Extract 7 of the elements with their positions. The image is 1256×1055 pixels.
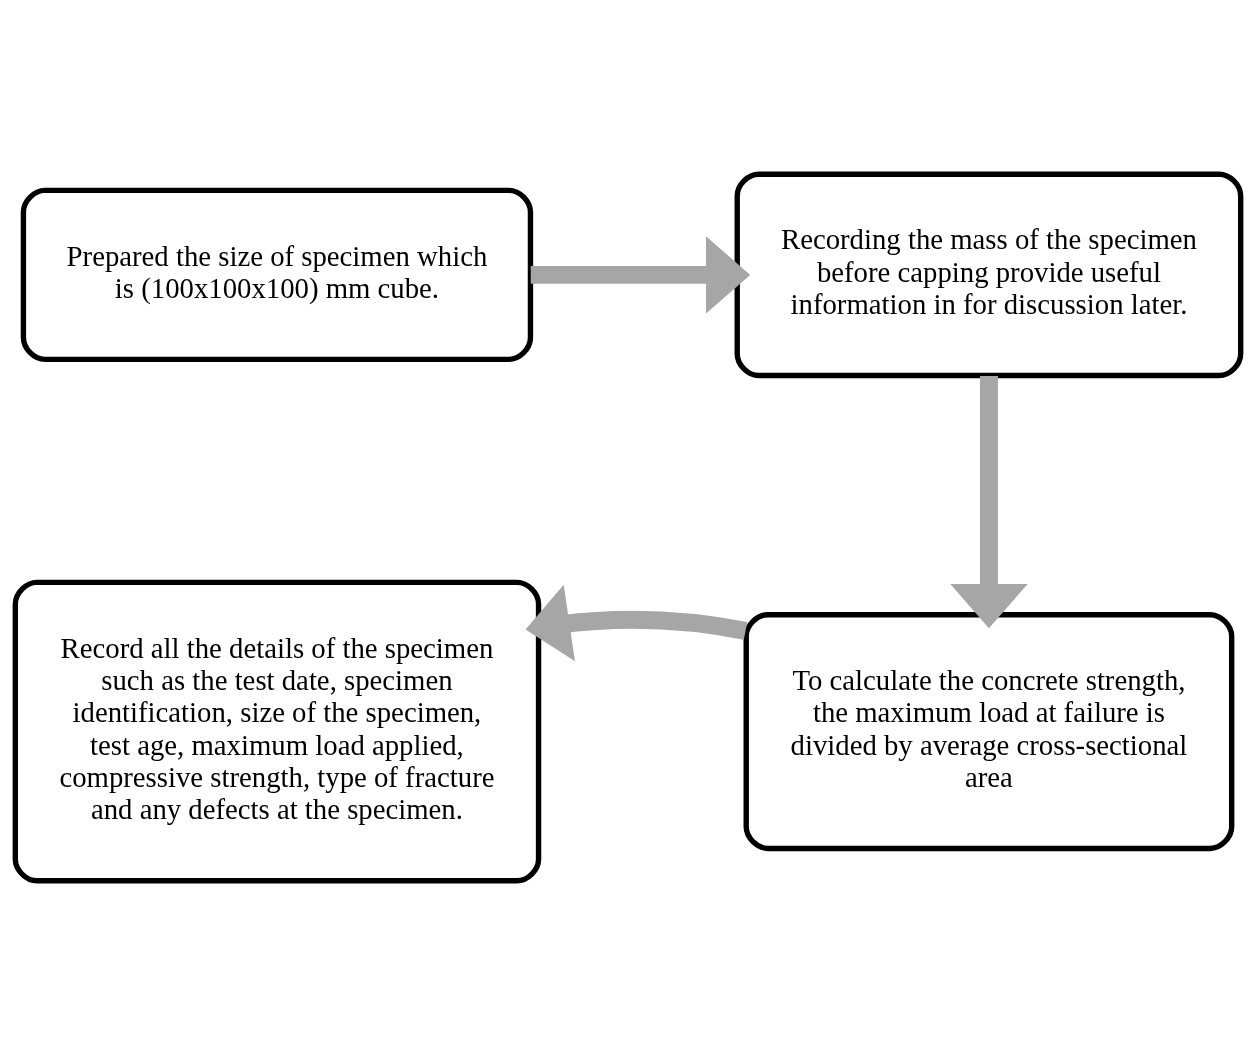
node-box: Record all the details of the specimen such as the test date, specimen identification, size of the specimen, test age, maximum load applied, compressive strength, type of fracture and any defects at the specimen.	[12, 579, 542, 884]
arrow	[530, 236, 751, 314]
node-box: To calculate the concrete strength, the maximum load at failure is divided by average cross-sectional area	[743, 612, 1235, 852]
node-box: Recording the mass of the specimen before capping provide useful information in for discussion later.	[734, 171, 1244, 379]
node-box: Prepared the size of specimen which is (100x100x100) mm cube.	[20, 187, 534, 363]
arrow	[525, 584, 748, 662]
arrow	[950, 376, 1028, 629]
